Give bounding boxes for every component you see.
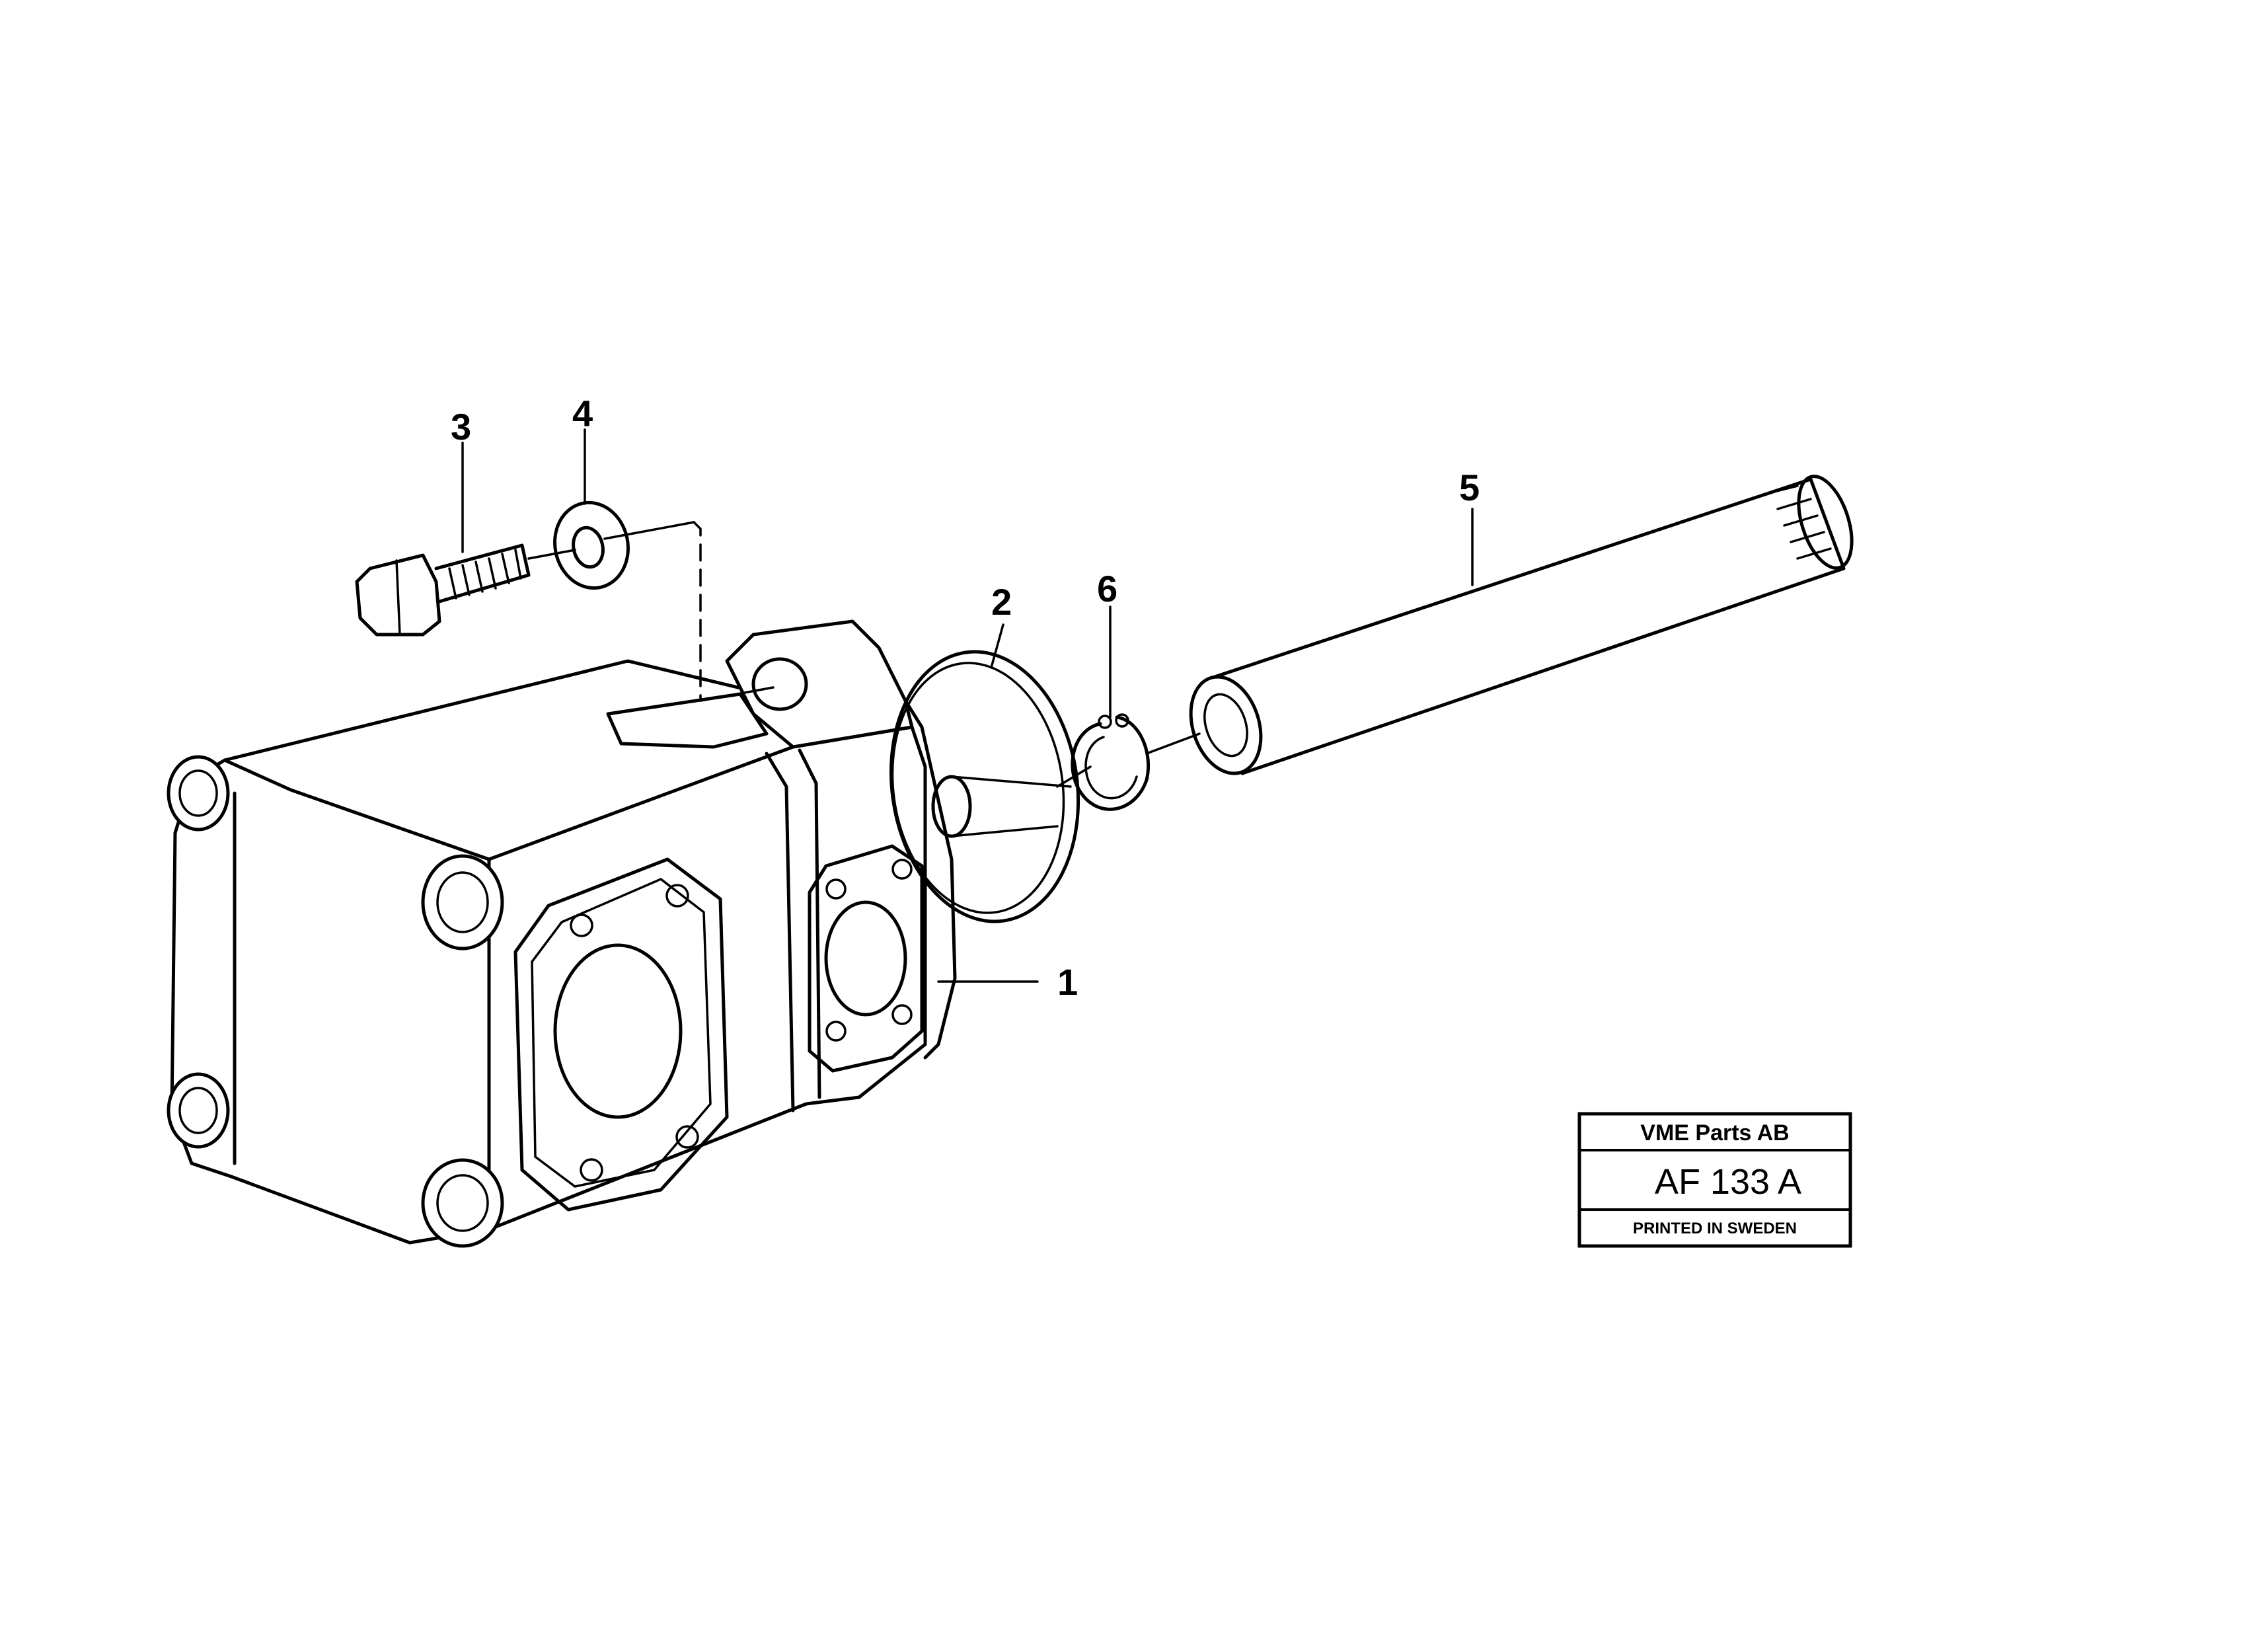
retaining-ring [1071, 713, 1151, 811]
callout-4: 4 [572, 393, 593, 434]
leader-lines [461, 428, 1474, 983]
mounting-ear [725, 619, 914, 749]
callout-1: 1 [1057, 961, 1078, 1003]
housing-bolt-bottom-left [167, 1072, 230, 1149]
drive-stub [931, 775, 1072, 838]
pump-assembly [167, 619, 1072, 1248]
title-block-company: VME Parts AB [1640, 1120, 1789, 1146]
title-block-footer: PRINTED IN SWEDEN [1633, 1220, 1797, 1237]
washer [553, 500, 630, 590]
front-flange [903, 699, 957, 1060]
splined-shaft [1189, 475, 1854, 775]
hex-bolt [355, 543, 531, 637]
callout-6: 6 [1097, 568, 1117, 609]
housing-bolt-mid-left [421, 854, 504, 951]
small-port-flange [808, 844, 924, 1073]
large-port-flange [513, 857, 729, 1212]
pump-housing [170, 659, 927, 1245]
callout-3: 3 [451, 406, 471, 447]
callout-5: 5 [1459, 467, 1480, 508]
title-block: VME Parts AB AF 133 A PRINTED IN SWEDEN [1577, 1112, 1852, 1248]
housing-bolt-top-left [167, 755, 230, 832]
assembly-lines [527, 521, 1201, 788]
housing-bolt-bottom-mid [421, 1158, 504, 1248]
title-block-code: AF 133 A [1655, 1162, 1801, 1202]
callout-2: 2 [991, 581, 1012, 623]
o-ring [889, 650, 1080, 923]
